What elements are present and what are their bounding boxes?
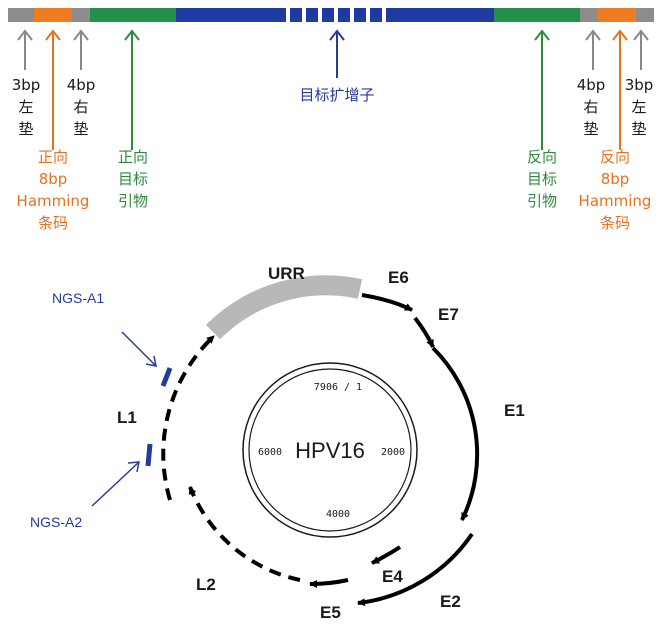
label-target-amplicon: 目标扩增子	[299, 86, 375, 104]
hpv16-genome-map: 7906 / 1 2000 4000 6000 HPV16 URR E6 E7 …	[30, 264, 525, 622]
l2-arrow	[188, 486, 301, 582]
ngs-a1-primer-mark	[160, 367, 173, 387]
amplicon-bar	[8, 8, 654, 22]
arrow-right-pad-3bp	[633, 29, 649, 70]
label-reverse-primer: 反向 目标 引物	[526, 148, 557, 210]
l1-arrow	[161, 334, 216, 501]
e5-arrow	[309, 578, 349, 588]
label-reverse-barcode: 反向 8bp Hamming 条码	[578, 148, 652, 232]
arrow-forward-primer	[124, 29, 140, 150]
arrow-reverse-barcode	[612, 29, 628, 150]
genome-inner-circle-inner	[248, 368, 412, 532]
gene-label-e6: E6	[388, 268, 409, 287]
primer-label-ngs-a2: NGS-A2	[30, 514, 82, 530]
forward-barcode-segment	[34, 8, 72, 22]
gene-label-e7: E7	[438, 305, 459, 324]
tick-2000: 2000	[381, 447, 405, 458]
forward-primer-segment	[90, 8, 176, 22]
target-amplicon-dash-2	[306, 8, 318, 22]
arrow-left-pad-4bp	[73, 29, 89, 70]
e6-arrow	[361, 293, 413, 312]
arrow-reverse-primer	[534, 29, 550, 150]
e7-arrow	[413, 316, 435, 348]
arrow-target-amplicon	[329, 29, 345, 78]
target-amplicon-dash-3	[322, 8, 334, 22]
target-amplicon-dash-6	[370, 8, 382, 22]
target-amplicon-dash-5	[354, 8, 366, 22]
tick-4000: 4000	[326, 509, 350, 520]
left-pad-4bp-segment	[72, 8, 90, 22]
arrow-right-pad-4bp	[585, 29, 601, 70]
label-forward-primer: 正向 目标 引物	[117, 148, 148, 210]
e4-arrow	[371, 545, 402, 565]
tick-7906: 7906 / 1	[314, 382, 362, 393]
label-forward-barcode: 正向 8bp Hamming 条码	[16, 148, 90, 232]
primer-label-ngs-a1: NGS-A1	[52, 290, 104, 306]
right-pad-4bp-segment	[580, 8, 598, 22]
right-pad-3bp-segment	[636, 8, 654, 22]
gene-label-l2: L2	[196, 575, 216, 594]
reverse-primer-segment	[494, 8, 580, 22]
ngs-a2-pointer	[91, 461, 140, 507]
gene-label-e5: E5	[320, 603, 341, 622]
e1-arrow	[431, 346, 480, 521]
target-amplicon-dash-1	[290, 8, 302, 22]
target-amplicon-segment-left	[176, 8, 286, 22]
tick-6000: 6000	[258, 447, 282, 458]
arrow-forward-barcode	[45, 29, 61, 150]
label-right-pad-3bp: 3bp 左 垫	[624, 76, 654, 138]
target-amplicon-dash-4	[338, 8, 350, 22]
ngs-a1-pointer	[121, 331, 157, 367]
e2-arrow	[357, 532, 474, 607]
genome-inner-circle-outer	[242, 362, 418, 538]
gene-label-l1: L1	[117, 408, 137, 427]
target-amplicon-segment-right	[386, 8, 494, 22]
arrow-left-pad-3bp	[17, 29, 33, 70]
left-pad-3bp-segment	[8, 8, 34, 22]
ngs-a2-primer-mark	[145, 443, 153, 467]
reverse-barcode-segment	[598, 8, 636, 22]
urr-band	[205, 275, 363, 340]
gene-label-e1: E1	[504, 401, 525, 420]
label-left-pad-4bp: 4bp 右 垫	[66, 76, 96, 138]
label-right-pad-4bp: 4bp 右 垫	[576, 76, 606, 138]
genome-name: HPV16	[295, 438, 365, 463]
amplicon-pointer-arrows	[17, 29, 649, 150]
gene-label-e4: E4	[382, 567, 403, 586]
gene-label-e2: E2	[440, 592, 461, 611]
label-left-pad-3bp: 3bp 左 垫	[11, 76, 41, 138]
gene-label-urr: URR	[268, 264, 305, 283]
